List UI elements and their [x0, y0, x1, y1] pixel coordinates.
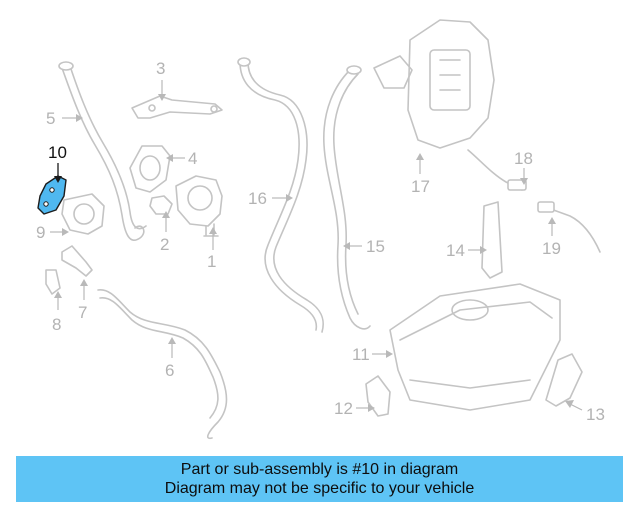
banner-line-1: Part or sub-assembly is #10 in diagram — [180, 461, 459, 478]
callout-4[interactable]: 4 — [188, 149, 197, 168]
part-4-gasket — [129, 145, 171, 193]
part-7-fitting — [61, 245, 93, 277]
parts-diagram: 1 2 3 4 5 6 7 8 9 10 11 12 13 14 15 16 1… — [36, 19, 605, 440]
part-13-bracket — [545, 353, 583, 407]
callout-6[interactable]: 6 — [165, 361, 174, 380]
part-6-hose — [97, 289, 228, 440]
part-12-bracket — [365, 375, 391, 417]
part-1-valve — [175, 175, 223, 237]
callout-18[interactable]: 18 — [514, 149, 533, 168]
part-5-hose — [58, 61, 147, 241]
callout-15[interactable]: 15 — [366, 237, 385, 256]
part-9-valve — [61, 193, 105, 235]
callout-13[interactable]: 13 — [586, 405, 605, 424]
callout-14[interactable]: 14 — [446, 241, 465, 260]
part-10-highlighted — [37, 175, 67, 215]
callout-labels: 1 2 3 4 5 6 7 8 9 10 11 12 13 14 15 16 1… — [36, 59, 605, 424]
part-14-bracket — [481, 201, 503, 279]
part-2-small-valve — [149, 195, 173, 215]
banner-line-2: Diagram may not be specific to your vehi… — [164, 480, 475, 497]
part-19-sensor — [537, 201, 601, 253]
callout-5[interactable]: 5 — [46, 109, 55, 128]
callout-19[interactable]: 19 — [542, 239, 561, 258]
callout-1[interactable]: 1 — [207, 252, 216, 271]
part-17-canister — [373, 19, 495, 149]
callout-16[interactable]: 16 — [248, 189, 267, 208]
callout-leaders — [50, 80, 583, 412]
callout-3[interactable]: 3 — [156, 59, 165, 78]
callout-12[interactable]: 12 — [334, 399, 353, 418]
callout-11[interactable]: 11 — [352, 345, 370, 364]
callout-9[interactable]: 9 — [36, 223, 45, 242]
info-banner: Part or sub-assembly is #10 in diagram D… — [16, 456, 623, 502]
callout-17[interactable]: 17 — [411, 177, 430, 196]
part-11-canister-box — [389, 283, 561, 411]
part-16-hose — [237, 57, 324, 333]
callout-7[interactable]: 7 — [78, 303, 87, 322]
part-3-bracket — [131, 95, 223, 119]
callout-2[interactable]: 2 — [160, 235, 169, 254]
callout-10[interactable]: 10 — [48, 143, 67, 162]
part-18-sensor — [467, 149, 527, 191]
part-15-hose — [323, 65, 371, 330]
part-8-clip — [45, 269, 61, 295]
callout-8[interactable]: 8 — [52, 315, 61, 334]
